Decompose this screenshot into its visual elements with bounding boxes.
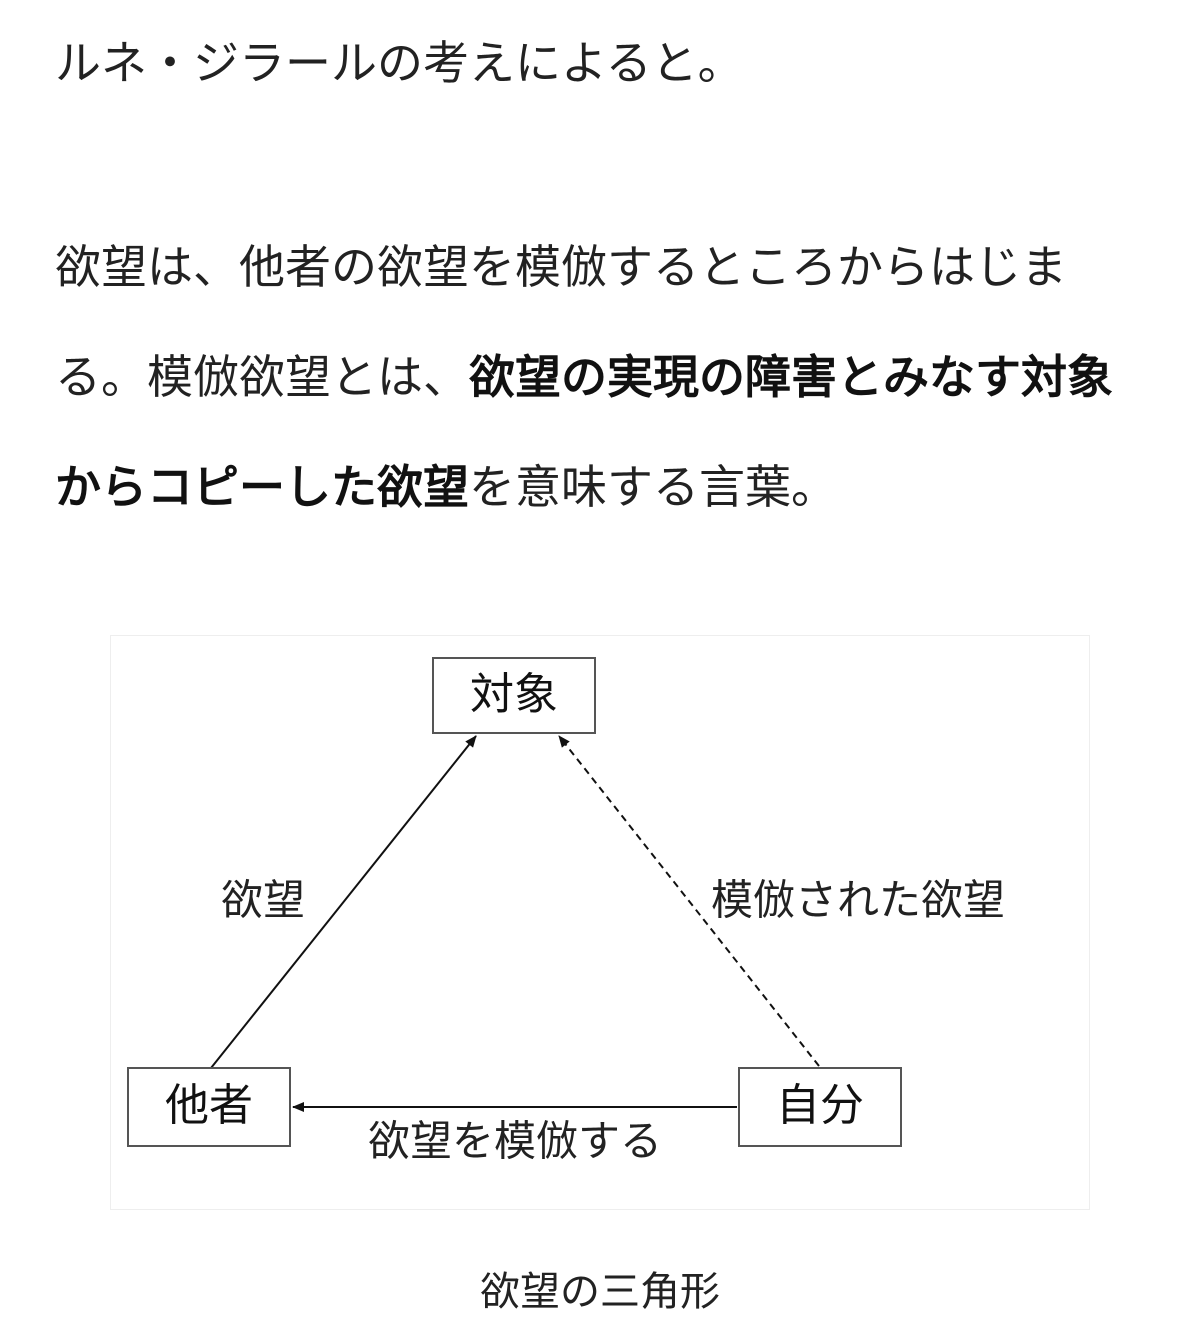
edge-label-imitate-desire: 欲望を模倣する [368,1117,662,1166]
edge-label-desire: 欲望 [221,876,305,925]
node-self: 自分 [738,1067,902,1147]
paragraph-bold-text: 欲望の実現の障害とみなす対象からコピーした欲望 [55,350,1113,514]
edge-other-to-object [210,735,477,1069]
node-self-label: 自分 [776,1080,864,1131]
edge-label-imitated-desire: 模倣された欲望 [711,876,1005,925]
figure-caption: 欲望の三角形 [480,1269,720,1315]
node-object-label: 対象 [470,669,558,720]
edge-self-to-object [558,735,820,1067]
intro-text: ルネ・ジラールの考えによると。 [55,36,744,90]
desire-triangle-diagram: 対象 他者 自分 欲望 模倣された欲望 欲望を模倣する [110,635,1090,1210]
node-object: 対象 [432,657,596,734]
body-paragraph: 欲望は、他者の欲望を模倣するところからはじまる。模倣欲望とは、欲望の実現の障害と… [55,212,1145,542]
paragraph-text-part2: を意味する言葉。 [469,460,837,514]
node-other-label: 他者 [165,1080,253,1131]
paragraph-text-part1: 欲望は、他者の欲望を模倣するところからはじまる。模倣欲望とは、 [55,240,1067,404]
diagram-canvas: 対象 他者 自分 欲望 模倣された欲望 欲望を模倣する [127,657,1005,1166]
node-other: 他者 [127,1067,291,1147]
